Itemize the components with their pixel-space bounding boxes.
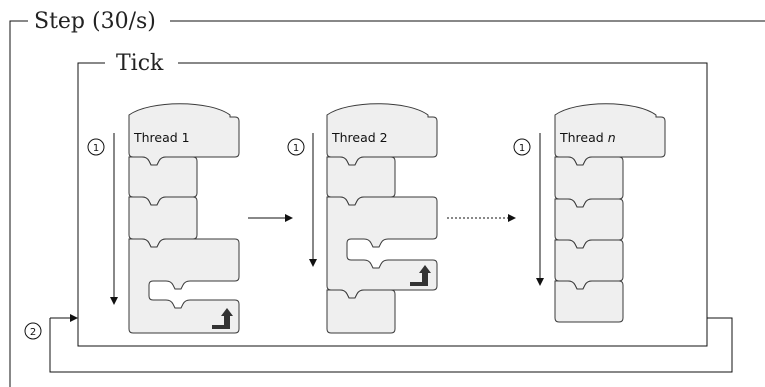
tick-title: Tick [116, 51, 164, 76]
stack-block [554, 280, 624, 323]
order-marker-label: 1 [293, 143, 299, 154]
thread-label: Thread 2 [331, 130, 388, 145]
stack-block [326, 289, 396, 334]
order-marker [287, 138, 305, 156]
loop-arrow-icon [212, 308, 233, 329]
step-title: Step (30/s) [34, 9, 156, 34]
loop-arrow-icon [410, 265, 431, 286]
c-block [128, 238, 240, 334]
order-marker-label: 1 [93, 143, 99, 154]
tick-frame: Tick [77, 51, 708, 347]
loop-path: 2 [24, 314, 733, 373]
thread-1: 1 Thread 1 [87, 103, 240, 334]
thread-label: Thread 1 [133, 130, 190, 145]
loop-marker-label: 2 [30, 327, 36, 338]
order-marker [513, 138, 531, 156]
thread-2: 1 Thread 2 [287, 103, 438, 334]
thread-n: 1 Thread n [513, 103, 666, 323]
order-marker [87, 138, 105, 156]
thread-label: Thread n [559, 130, 616, 145]
loop-marker [24, 322, 42, 340]
order-marker-label: 1 [519, 143, 525, 154]
step-frame: Step (30/s) [9, 9, 765, 387]
